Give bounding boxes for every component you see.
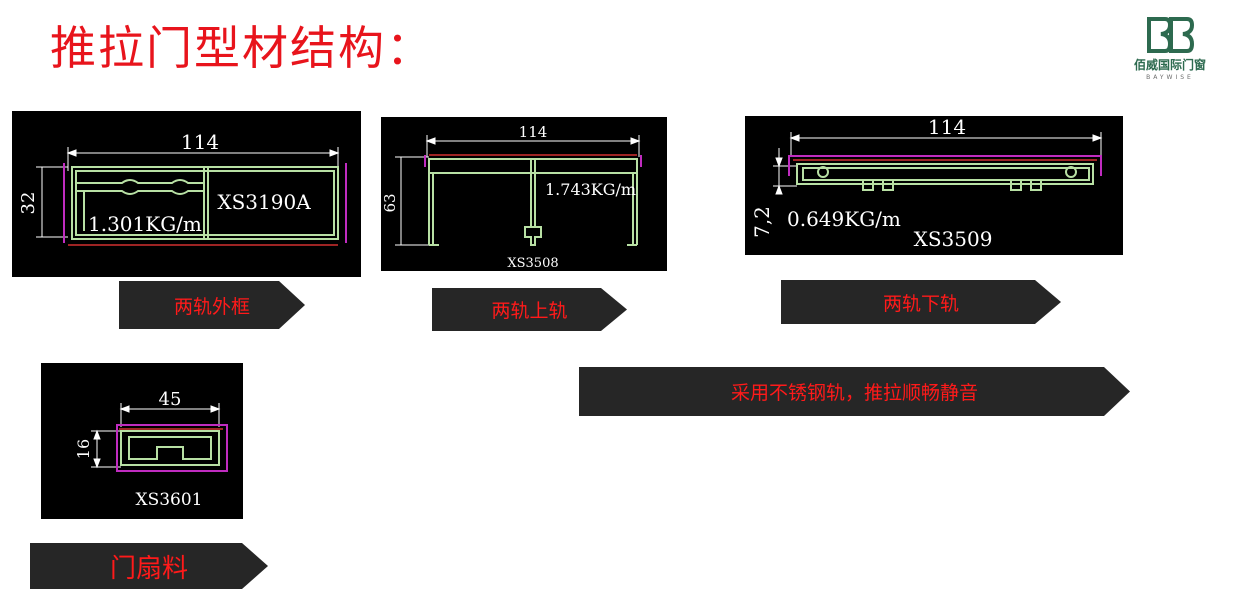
label-door-sash: 门扇料 [30, 543, 268, 589]
label-top-rail: 两轨上轨 [432, 288, 627, 331]
profile-code: XS3601 [135, 490, 202, 510]
label-bottom-rail: 两轨下轨 [781, 280, 1061, 324]
profile-drawing-xs3601: 45 16 XS3601 [41, 363, 243, 519]
profile-drawing-xs3508: 114 63 1.743KG/m XS3508 [381, 117, 667, 271]
weight-label: 0.649KG/m [787, 207, 901, 231]
width-dimension: 114 [519, 123, 548, 141]
label-text: 两轨上轨 [491, 300, 568, 322]
logo-name-cn: 佰威国际门窗 [1133, 58, 1206, 72]
profile-drawing-xs3190a: 114 32 1.301KG/m XS3190A [12, 111, 361, 277]
logo-name-en: BAYWISE [1146, 74, 1194, 81]
height-dimension: 32 [18, 192, 39, 215]
label-text: 采用不锈钢轨，推拉顺畅静音 [730, 382, 978, 404]
label-text: 两轨外框 [173, 295, 250, 318]
brand-logo: 佰威国际门窗 BAYWISE [1118, 16, 1222, 88]
weight-label: 1.743KG/m [545, 180, 636, 199]
logo-mark-icon [1147, 17, 1195, 53]
profile-code: XS3508 [507, 256, 558, 271]
label-text: 门扇料 [109, 553, 188, 584]
height-dimension: 63 [381, 193, 399, 212]
width-dimension: 114 [181, 130, 219, 154]
label-outer-frame: 两轨外框 [119, 281, 305, 329]
page-title: 推拉门型材结构： [50, 21, 434, 75]
profile-drawing-xs3509: 114 7,2 0.649KG/m XS3509 [745, 116, 1123, 255]
height-dimension: 7,2 [750, 206, 774, 238]
weight-label: 1.301KG/m [88, 212, 202, 236]
profile-code: XS3190A [217, 190, 311, 214]
label-text: 两轨下轨 [882, 292, 959, 315]
label-stainless-note: 采用不锈钢轨，推拉顺畅静音 [579, 367, 1130, 416]
width-dimension: 114 [928, 116, 966, 139]
width-dimension: 45 [159, 389, 182, 410]
height-dimension: 16 [74, 439, 93, 459]
profile-code: XS3509 [914, 227, 993, 251]
